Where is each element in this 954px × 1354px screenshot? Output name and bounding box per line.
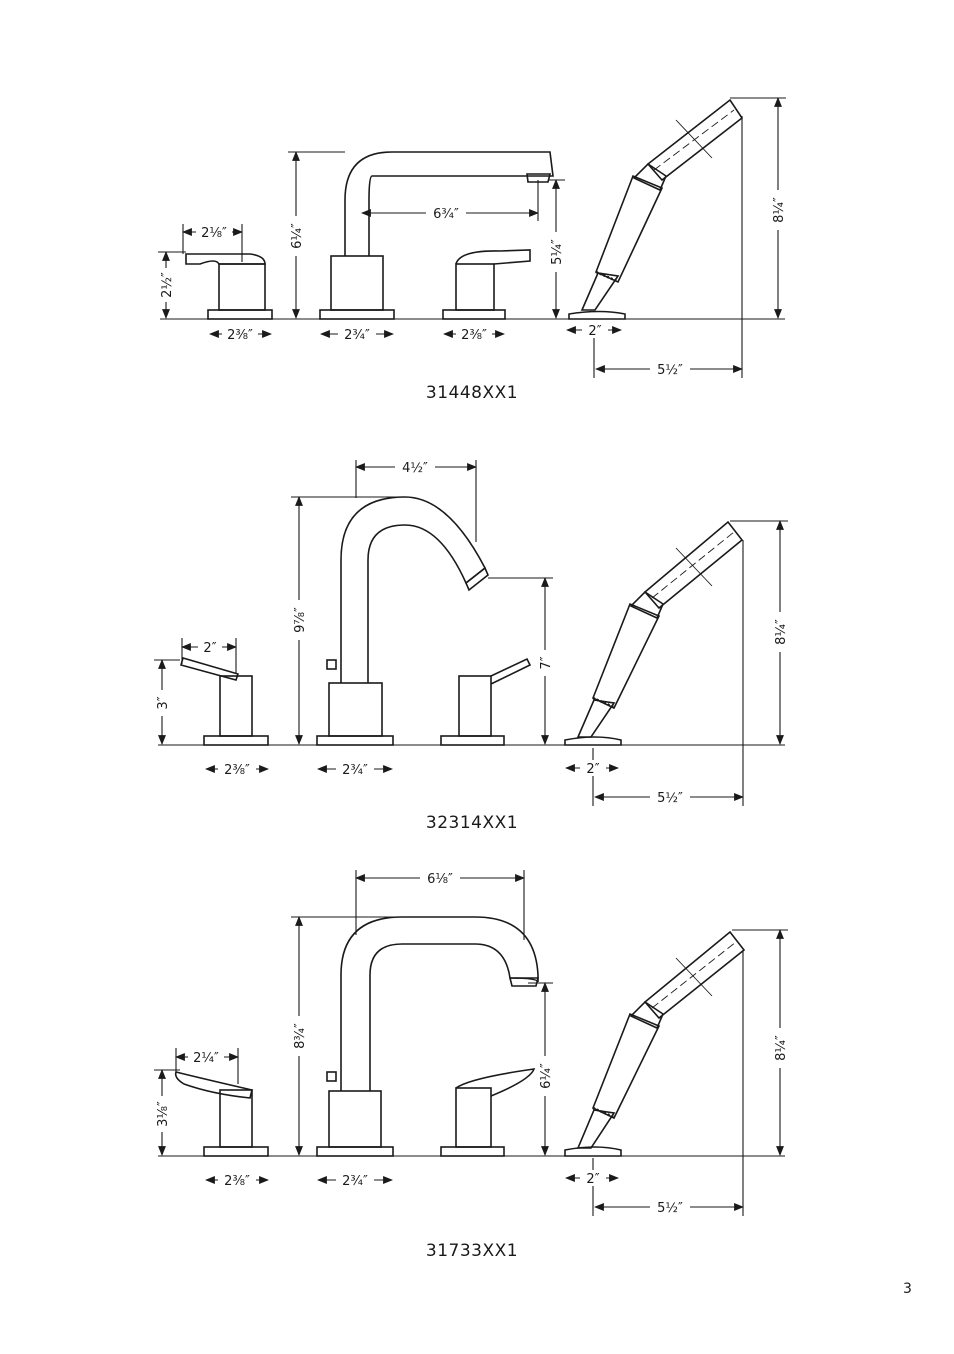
left-handle: [174, 1071, 269, 1157]
diagram-31733xx1: [154, 870, 788, 1216]
dim-shower-height: 8¼″: [774, 619, 789, 645]
right-handle: [442, 249, 531, 320]
spout: [319, 151, 554, 320]
dim-spout-base: 2¾″: [342, 763, 368, 778]
dimension-lines: [154, 870, 788, 1216]
dim-spout-reach: 4½″: [402, 461, 428, 476]
dim-base-left: 2⅜″: [224, 1174, 250, 1189]
model-number: 31733XX1: [426, 1241, 518, 1261]
dim-shower-base: 2″: [586, 1172, 599, 1187]
spout: [316, 916, 540, 1157]
dim-base-right: 2⅜″: [461, 328, 487, 343]
diagram-31448xx1: [158, 97, 786, 378]
dim-outlet-height: 7″: [539, 656, 554, 669]
diagram-32314xx1-labels: 2″ 3″ 2⅜″ 9⅞″ 4½″ 2¾″ 7″ 2″ 5½″ 8¼″ 3231…: [154, 459, 789, 833]
dim-shower-base: 2″: [586, 762, 599, 777]
model-number: 32314XX1: [426, 813, 518, 833]
dim-lever-height: 2½″: [160, 272, 175, 298]
diagram-31448xx1-labels: 2⅛″ 2½″ 2⅜″ 6¼″ 6¾″ 2¾″ 2⅜″ 5¼″ 2″ 5½″ 8…: [158, 190, 787, 403]
right-handle: [440, 1068, 536, 1157]
dim-lever-width: 2⅛″: [201, 226, 227, 241]
dim-base-left: 2⅜″: [227, 328, 253, 343]
hand-shower: [564, 520, 744, 746]
model-number: 31448XX1: [426, 383, 518, 403]
dim-shower-base: 2″: [588, 324, 601, 339]
right-handle: [440, 657, 532, 746]
dim-lever-height: 3″: [156, 696, 171, 709]
dim-lever-height: 3⅛″: [156, 1101, 171, 1127]
dim-shower-reach: 5½″: [657, 363, 683, 378]
dim-spout-reach: 6¾″: [433, 207, 459, 222]
dim-base-left: 2⅜″: [224, 763, 250, 778]
dim-spout-height: 8¾″: [293, 1023, 308, 1049]
dim-outlet-height: 6¼″: [539, 1063, 554, 1089]
page-number: 3: [903, 1281, 912, 1297]
dim-shower-height: 8¼″: [772, 197, 787, 223]
dim-shower-reach: 5½″: [657, 791, 683, 806]
dim-shower-height: 8¼″: [774, 1035, 789, 1061]
dim-outlet-height: 5¼″: [550, 239, 565, 265]
dim-spout-base: 2¾″: [342, 1174, 368, 1189]
hand-shower: [568, 98, 744, 320]
spout: [316, 496, 489, 746]
dim-spout-height: 6¼″: [290, 223, 305, 249]
dim-lever-width: 2¼″: [193, 1051, 219, 1066]
dim-shower-reach: 5½″: [657, 1201, 683, 1216]
diagram-31733xx1-labels: 2¼″ 3⅛″ 2⅜″ 8¾″ 6⅛″ 2¾″ 6¼″ 2″ 5½″ 8¼″ 3…: [154, 870, 789, 1261]
dim-spout-height: 9⅞″: [293, 607, 308, 633]
left-handle: [185, 253, 273, 320]
diagram-32314xx1: [154, 460, 788, 806]
left-handle: [180, 657, 269, 746]
dim-lever-width: 2″: [203, 641, 216, 656]
dim-spout-reach: 6⅛″: [427, 872, 453, 887]
dim-spout-base: 2¾″: [344, 328, 370, 343]
dimension-lines: [154, 460, 788, 806]
hand-shower: [564, 930, 746, 1157]
